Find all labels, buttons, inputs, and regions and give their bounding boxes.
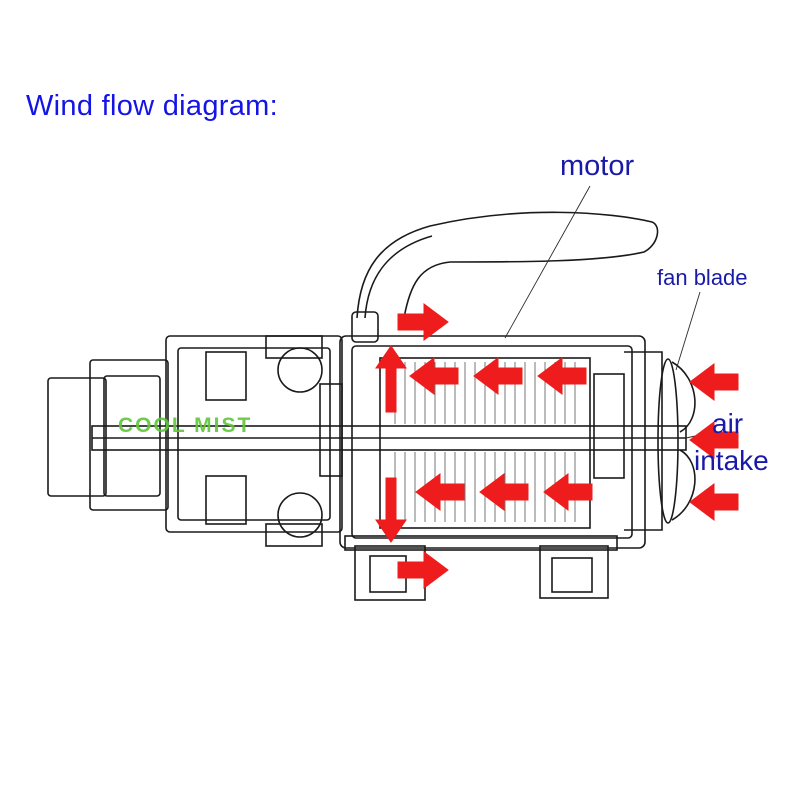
arrow-left-icon bbox=[473, 357, 523, 395]
motor-label: motor bbox=[560, 150, 635, 182]
arrow-left-icon bbox=[689, 483, 739, 521]
arrow-down-icon bbox=[375, 477, 407, 543]
arrow-left-icon bbox=[415, 473, 465, 511]
armature-windings bbox=[394, 362, 576, 522]
arrow-left-icon bbox=[537, 357, 587, 395]
arrow-up-icon bbox=[375, 345, 407, 413]
diagram-title: Wind flow diagram: bbox=[26, 90, 278, 122]
fan-blade-label: fan blade bbox=[657, 265, 748, 290]
arrow-left-icon bbox=[689, 421, 739, 459]
motor-housing-outline bbox=[47, 211, 696, 601]
intake-label: intake bbox=[694, 445, 769, 476]
brand-watermark: COOL MIST bbox=[118, 414, 253, 437]
air-label: air bbox=[712, 408, 744, 439]
arrow-right-icon bbox=[397, 551, 449, 589]
arrow-left-icon bbox=[689, 363, 739, 401]
airflow-arrows bbox=[375, 303, 739, 589]
leader-lines bbox=[504, 185, 715, 439]
arrow-right-icon bbox=[397, 303, 449, 341]
arrow-left-icon bbox=[409, 357, 459, 395]
arrow-left-icon bbox=[479, 473, 529, 511]
arrow-left-icon bbox=[543, 473, 593, 511]
